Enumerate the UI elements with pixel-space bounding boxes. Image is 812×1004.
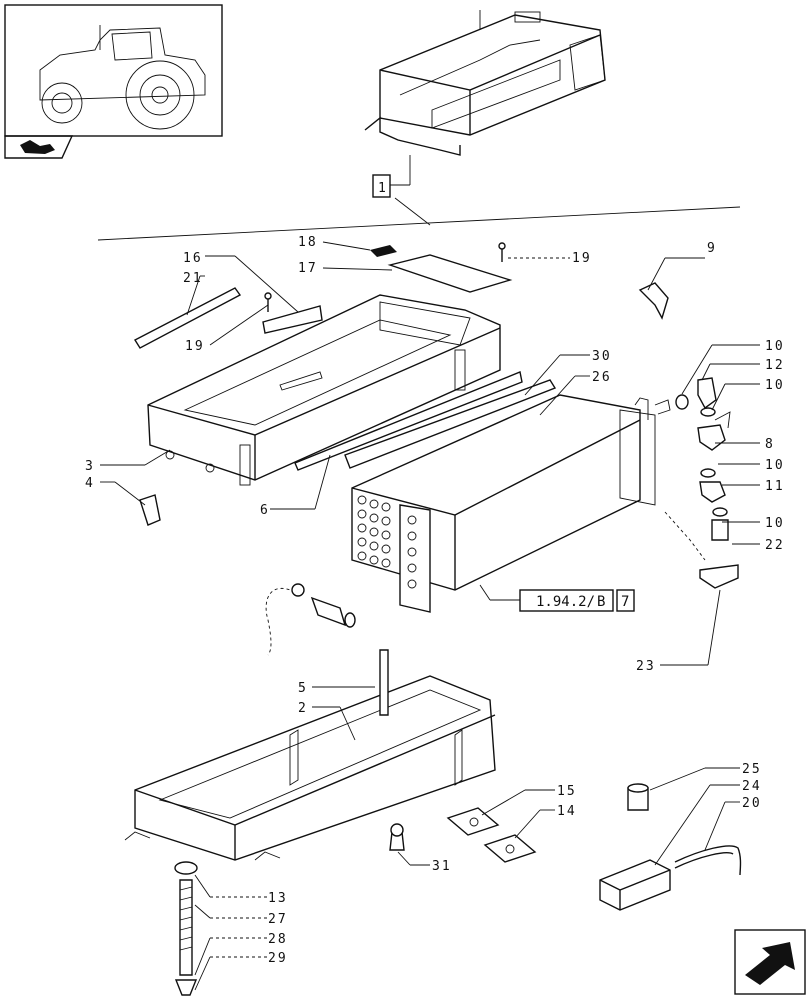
- assembled-unit: [364, 10, 606, 156]
- callout-6: 6: [260, 503, 270, 518]
- callout-8: 8: [765, 437, 775, 452]
- leader-lines: [100, 241, 760, 991]
- reference-page: 7: [621, 594, 629, 610]
- resistor-module: [599, 845, 742, 911]
- cross-reference[interactable]: 1.94.2/ B 7: [519, 589, 635, 612]
- bolt-stack: [174, 861, 198, 996]
- callout-18: 18: [298, 235, 318, 250]
- temperature-sensor: [265, 583, 356, 656]
- callout-1-label: 1: [378, 181, 388, 196]
- cover-plates: [370, 245, 513, 293]
- callout-10-d: 10: [765, 516, 785, 531]
- bottom-tray: [124, 649, 496, 861]
- core-fins: [357, 495, 417, 589]
- callout-15: 15: [557, 784, 577, 799]
- callout-10-b: 10: [765, 378, 785, 393]
- callout-2: 2: [298, 701, 308, 716]
- callout-13: 13: [268, 891, 288, 906]
- clips: [139, 282, 669, 526]
- reference-main: 1.94.2/: [536, 594, 595, 610]
- callout-19-right: 19: [572, 251, 592, 266]
- next-page-icon[interactable]: [734, 929, 806, 995]
- callout-11: 11: [765, 479, 785, 494]
- bushing: [627, 783, 649, 811]
- callout-20: 20: [742, 796, 762, 811]
- callout-27: 27: [268, 912, 288, 927]
- callout-9: 9: [707, 241, 717, 256]
- callout-30: 30: [592, 349, 612, 364]
- callout-21: 21: [183, 271, 203, 286]
- bulb: [389, 823, 405, 851]
- tractor-thumbnail: [4, 4, 223, 159]
- callout-4: 4: [85, 476, 95, 491]
- callout-1: 1: [97, 155, 741, 241]
- callout-26: 26: [592, 370, 612, 385]
- callout-16: 16: [183, 251, 203, 266]
- nav-arrow-icon[interactable]: [20, 140, 55, 154]
- callout-labels: 16 21 19 18 17 19 9 3 4 6 30 26 10 12 10…: [85, 235, 785, 966]
- callout-10-c: 10: [765, 458, 785, 473]
- reference-letter: B: [597, 594, 605, 610]
- callout-28: 28: [268, 932, 288, 947]
- callout-29: 29: [268, 951, 288, 966]
- callout-5: 5: [298, 681, 308, 696]
- callout-10-a: 10: [765, 339, 785, 354]
- tractor-icon: [39, 25, 206, 130]
- callout-23: 23: [636, 659, 656, 674]
- callout-12: 12: [765, 358, 785, 373]
- callout-17: 17: [298, 261, 318, 276]
- callout-14: 14: [557, 804, 577, 819]
- valve-fittings: [664, 377, 739, 589]
- heater-core: [351, 394, 671, 613]
- callout-25: 25: [742, 762, 762, 777]
- callout-24: 24: [742, 779, 762, 794]
- callout-22: 22: [765, 538, 785, 553]
- top-housing: [147, 294, 501, 486]
- gaskets: [446, 807, 537, 863]
- callout-31: 31: [432, 859, 452, 874]
- callout-3: 3: [85, 459, 95, 474]
- callout-19-left: 19: [185, 339, 205, 354]
